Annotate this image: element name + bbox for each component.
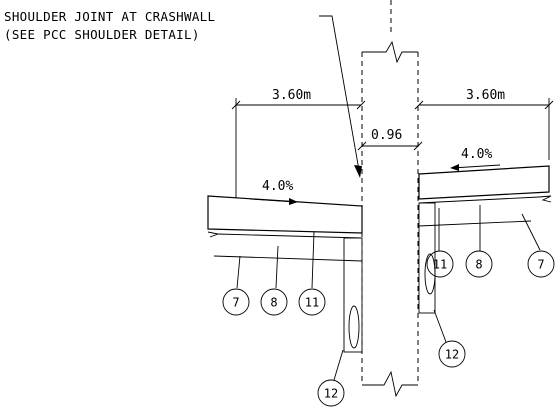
- callout-left-group: 7 8 11: [222, 231, 326, 316]
- callout-bubble: 11: [298, 288, 326, 316]
- right-shoulder-section: 4.0%: [418, 147, 552, 314]
- callout-bubble: 8: [260, 288, 288, 316]
- callout-bubble: 12: [438, 340, 466, 368]
- dimension-center: 0.96: [357, 128, 423, 151]
- callout-bubble: 7: [527, 250, 555, 278]
- callout-bubble: 11: [426, 250, 454, 278]
- slope-left-label: 4.0%: [262, 179, 293, 194]
- callout-bubble: 7: [222, 288, 250, 316]
- dimension-left: 3.60m: [231, 88, 366, 198]
- callout-bubble: 8: [465, 250, 493, 278]
- callout-right-bottom: 12: [433, 309, 466, 368]
- svg-text:7: 7: [537, 258, 544, 272]
- callout-bubble: 12: [317, 379, 345, 407]
- svg-text:11: 11: [433, 258, 447, 272]
- left-shoulder-section: 4.0%: [207, 179, 363, 353]
- note-line-2: (SEE PCC SHOULDER DETAIL): [4, 27, 200, 42]
- dimension-right: 3.60m: [414, 88, 554, 160]
- slope-right-label: 4.0%: [461, 147, 492, 162]
- svg-text:7: 7: [232, 296, 239, 310]
- callout-left-bottom: 12: [317, 349, 345, 407]
- svg-text:12: 12: [324, 387, 338, 401]
- svg-text:11: 11: [305, 296, 319, 310]
- central-crashwall: [361, 40, 419, 398]
- svg-text:8: 8: [475, 258, 482, 272]
- note-leader: [319, 15, 362, 178]
- note-line-1: SHOULDER JOINT AT CRASHWALL: [4, 9, 215, 24]
- callout-right-group: 11 8 7: [426, 205, 555, 278]
- svg-text:12: 12: [445, 348, 459, 362]
- dim-right-label: 3.60m: [466, 88, 505, 103]
- dim-left-label: 3.60m: [272, 88, 311, 103]
- svg-text:8: 8: [270, 296, 277, 310]
- dim-center-label: 0.96: [371, 128, 402, 143]
